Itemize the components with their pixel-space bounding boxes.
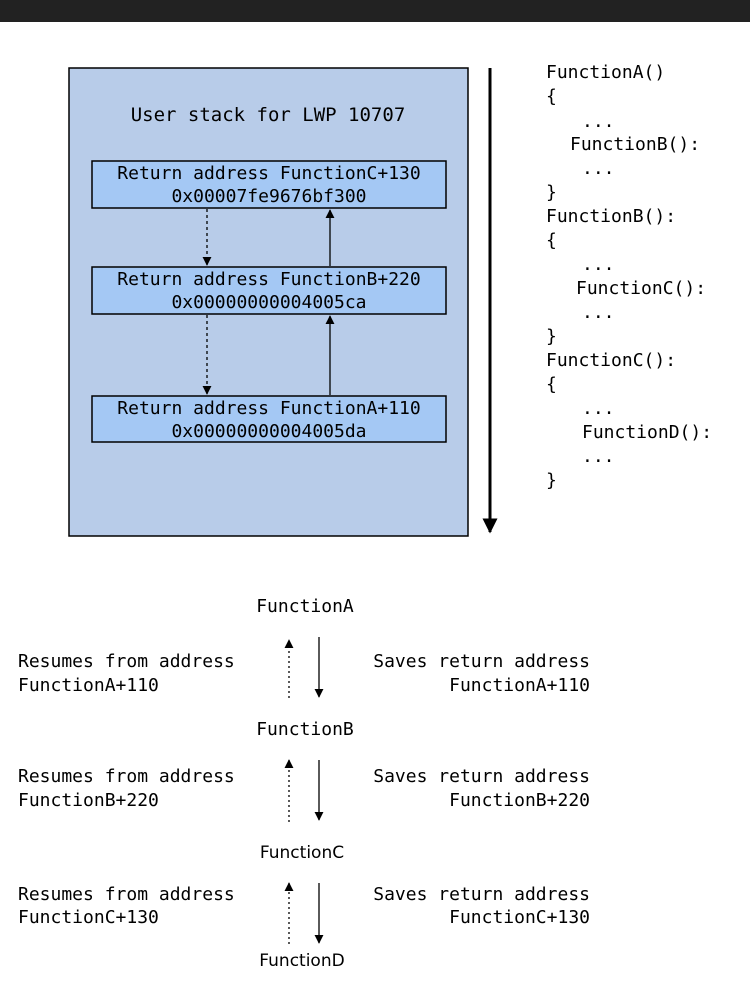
- resume-address: FunctionB+220: [18, 790, 159, 811]
- code-line: FunctionB():: [546, 206, 676, 227]
- flow-node-functionc: FunctionC: [260, 843, 344, 863]
- stack-frame-address: 0x00007fe9676bf300: [171, 186, 366, 207]
- save-label: Saves return address: [373, 884, 590, 905]
- save-address: FunctionA+110: [449, 675, 590, 696]
- flow-node-functiond: FunctionD: [259, 951, 344, 971]
- code-listing: FunctionA() { ... FunctionB(): ... } Fun…: [546, 62, 712, 491]
- stack-title: User stack for LWP 10707: [131, 104, 406, 126]
- stack-frame-label: Return address FunctionB+220: [117, 269, 420, 290]
- save-address: FunctionB+220: [449, 790, 590, 811]
- flow-node-functiona: FunctionA: [256, 596, 354, 617]
- code-line: FunctionD():: [582, 422, 712, 443]
- code-line: ...: [582, 254, 615, 275]
- resume-label: Resumes from address: [18, 766, 235, 787]
- stack-frame-box: [91, 160, 447, 209]
- resume-label: Resumes from address: [18, 884, 235, 905]
- flow-step-2: Resumes from address FunctionB+220 Saves…: [18, 759, 590, 822]
- code-line: }: [546, 470, 557, 491]
- flow-step-1: Resumes from address FunctionA+110 Saves…: [18, 637, 590, 698]
- save-address: FunctionC+130: [449, 907, 590, 928]
- flow-step-3: Resumes from address FunctionC+130 Saves…: [18, 882, 590, 944]
- stack-frame-label: Return address FunctionC+130: [117, 163, 420, 184]
- code-line: FunctionC():: [576, 278, 706, 299]
- code-line: ...: [582, 302, 615, 323]
- code-line: ...: [582, 398, 615, 419]
- save-label: Saves return address: [373, 651, 590, 672]
- code-line: ...: [582, 158, 615, 179]
- code-line: ...: [582, 446, 615, 467]
- code-line: {: [546, 230, 557, 251]
- stack-frame-label: Return address FunctionA+110: [117, 398, 420, 419]
- code-line: FunctionB():: [570, 134, 700, 155]
- resume-address: FunctionC+130: [18, 907, 159, 928]
- code-line: FunctionA(): [546, 62, 665, 83]
- save-label: Saves return address: [373, 766, 590, 787]
- header-bar: [0, 0, 750, 22]
- stack-frame-functiona: Return address FunctionA+110 0x000000000…: [91, 395, 447, 443]
- code-line: ...: [582, 111, 615, 132]
- stack-frame-address: 0x00000000004005ca: [171, 292, 366, 313]
- stack-frame-address: 0x00000000004005da: [171, 421, 366, 442]
- code-line: {: [546, 86, 557, 107]
- code-line: FunctionC():: [546, 350, 676, 371]
- code-line: }: [546, 326, 557, 347]
- code-line: {: [546, 374, 557, 395]
- stack-frame-box: [91, 395, 447, 443]
- code-line: }: [546, 182, 557, 203]
- flow-node-functionb: FunctionB: [256, 719, 354, 740]
- stack-frame-functionc: Return address FunctionC+130 0x00007fe96…: [91, 160, 447, 209]
- stack-frame-functionb: Return address FunctionB+220 0x000000000…: [91, 266, 447, 315]
- resume-label: Resumes from address: [18, 651, 235, 672]
- resume-address: FunctionA+110: [18, 675, 159, 696]
- stack-frame-box: [91, 266, 447, 315]
